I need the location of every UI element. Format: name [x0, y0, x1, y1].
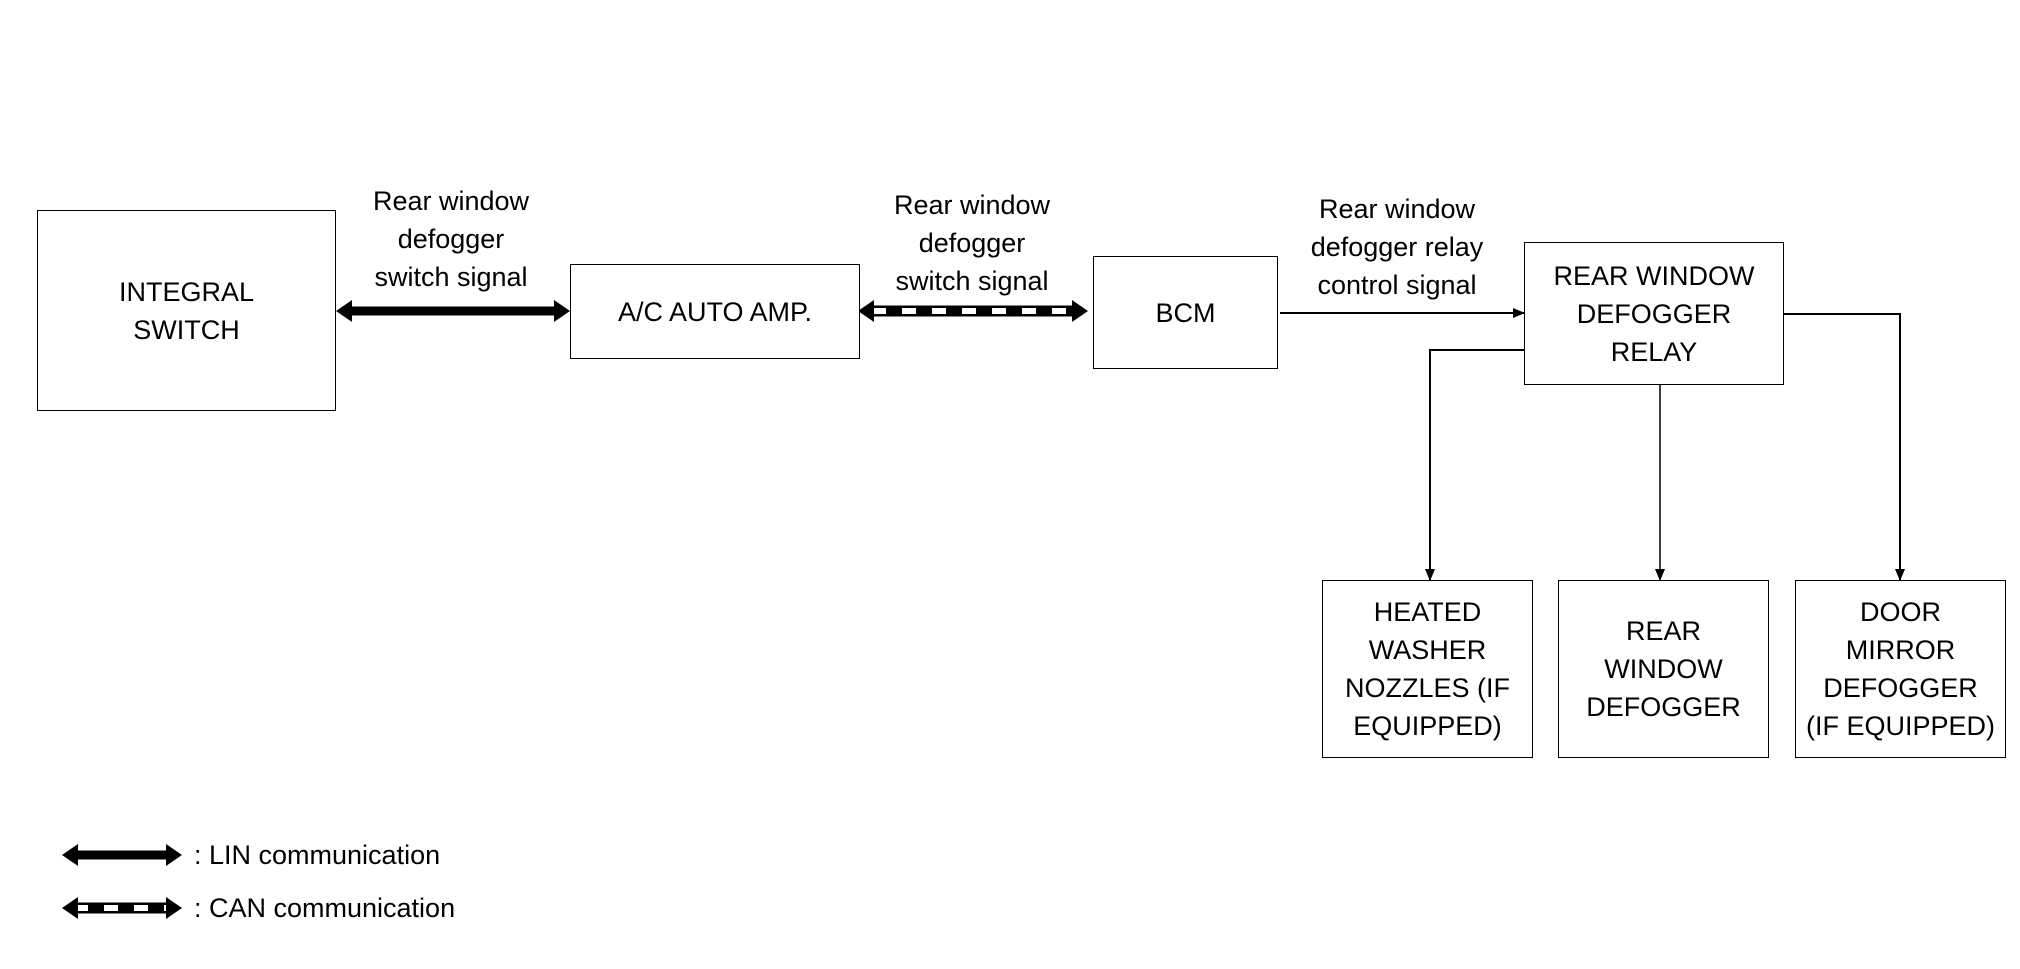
- bcm-block: BCM: [1093, 256, 1278, 369]
- can-link: [858, 300, 1088, 322]
- switch-to-amp-signal-label: Rear window defogger switch signal: [372, 186, 530, 292]
- rear-window-defogger-block: REAR WINDOW DEFOGGER: [1558, 580, 1769, 758]
- lin-link: [336, 300, 570, 322]
- legend-lin-label: : LIN communication: [194, 840, 441, 870]
- amp-to-bcm-signal-label: Rear window defogger switch signal: [893, 190, 1051, 296]
- bcm-to-relay-signal-label: Rear window defogger relay control signa…: [1310, 194, 1484, 300]
- relay-to-mirror-arrow: [1784, 313, 1905, 581]
- defogger-relay-block: REAR WINDOW DEFOGGER RELAY: [1524, 242, 1784, 385]
- relay-to-washer-arrow: [1425, 349, 1524, 581]
- heated-washer-nozzles-block: HEATED WASHER NOZZLES (IF EQUIPPED): [1322, 580, 1533, 758]
- legend-lin-symbol: [62, 844, 182, 866]
- legend-can-label: : CAN communication: [194, 893, 456, 923]
- door-mirror-defogger-block: DOOR MIRROR DEFOGGER (IF EQUIPPED): [1795, 580, 2006, 758]
- legend-can-symbol: [62, 897, 182, 919]
- ac-auto-amp-block: A/C AUTO AMP.: [570, 264, 860, 359]
- integral-switch-block: INTEGRAL SWITCH: [37, 210, 336, 411]
